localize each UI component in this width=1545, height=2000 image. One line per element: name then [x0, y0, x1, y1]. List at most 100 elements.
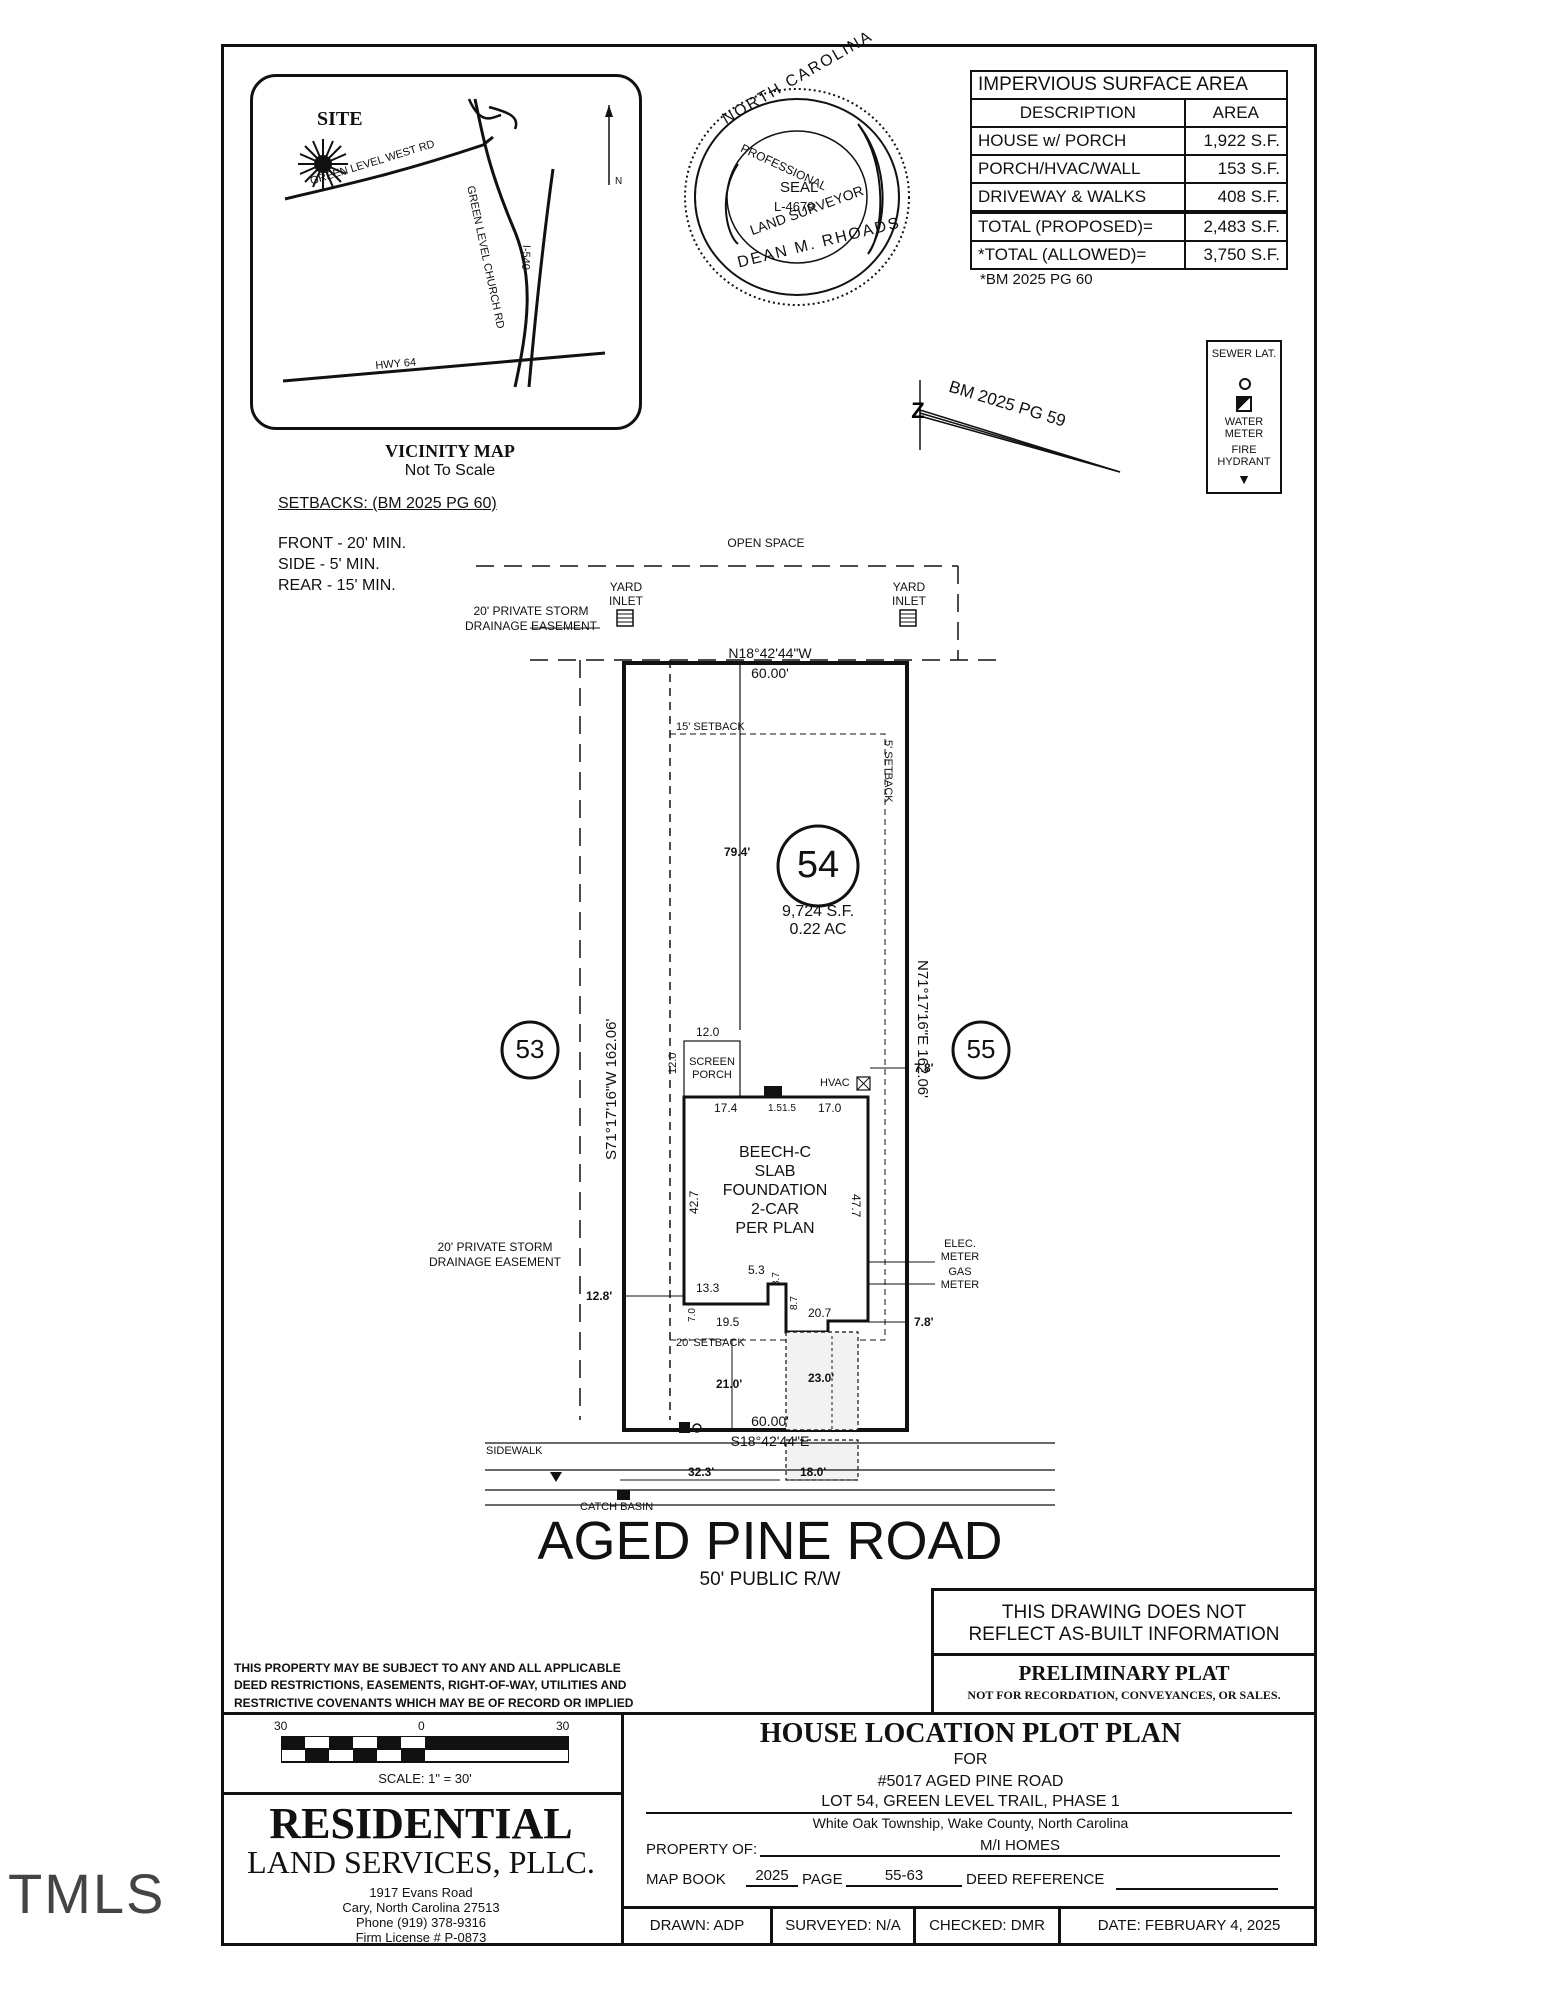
north-arrow-icon: Z — [911, 380, 1121, 473]
impervious-col-area: AREA — [1183, 98, 1289, 128]
gas-meter-label: GAS METER — [940, 1266, 980, 1291]
lot-boundary — [622, 661, 909, 1432]
deed-value-line — [1116, 1888, 1278, 1890]
symbol-legend: SEWER LAT. WATER METER FIRE HYDRANT ▼ — [1206, 340, 1282, 494]
asbuilt-line2: REFLECT AS-BUILT INFORMATION — [968, 1624, 1280, 1645]
dim-12-8: 12.8' — [586, 1289, 613, 1303]
mapbook-label: MAP BOOK — [646, 1871, 726, 1888]
dim-1-5a: 1.5 — [768, 1103, 782, 1114]
distance-bottom: 60.00' — [751, 1413, 789, 1429]
setback-side: SIDE - 5' MIN. — [278, 556, 380, 573]
i540-line — [527, 168, 555, 388]
legend-fire: FIRE HYDRANT — [1217, 444, 1271, 469]
drawn-by: DRAWN: ADP — [649, 1917, 745, 1934]
seal-number: L-4679 — [774, 199, 815, 214]
porch-width: 12.0 — [696, 1025, 720, 1039]
page-value: 55-63 — [846, 1868, 962, 1887]
green-level-west-rd-line — [284, 135, 494, 201]
dim-18-0: 18.0' — [800, 1465, 827, 1479]
lot-number: 54 — [796, 844, 840, 886]
driveway — [785, 1331, 859, 1481]
lot-53: 53 — [515, 1034, 545, 1064]
divider — [621, 1712, 624, 1946]
asbuilt-line1: THIS DRAWING DOES NOT — [1001, 1602, 1247, 1623]
dim-13-3: 13.3 — [696, 1281, 720, 1295]
road-name: AGED PINE ROAD — [537, 1511, 1003, 1571]
surveyor-seal: NORTH CAROLINA PROFESSIONAL SEAL L-4679 … — [678, 28, 916, 310]
divider — [221, 1712, 1317, 1715]
dim-32-3: 32.3' — [688, 1465, 715, 1479]
storm-easement-label: 20' PRIVATE STORM DRAINAGE EASEMENT — [464, 604, 598, 633]
dim-7-0: 7.0 — [687, 1308, 698, 1322]
plot-plan-lot: LOT 54, GREEN LEVEL TRAIL, PHASE 1 — [821, 1793, 1120, 1810]
legend-water: WATER METER — [1224, 416, 1264, 441]
scale-left: 30 — [274, 1719, 288, 1733]
legend-sewer: SEWER LAT. — [1211, 348, 1277, 360]
bearing-bottom: S18°42'44"E — [730, 1433, 810, 1449]
svg-text:Z: Z — [911, 398, 924, 423]
dim-7-8-bottom: 7.8' — [914, 1315, 934, 1329]
company-license: Firm License # P-0873 — [355, 1930, 487, 1945]
dim-19-5: 19.5 — [716, 1315, 740, 1329]
catch-basin-icon — [617, 1490, 630, 1500]
company-phone: Phone (919) 378-9316 — [355, 1915, 487, 1930]
impervious-col-desc: DESCRIPTION — [970, 98, 1186, 128]
site-sun-icon — [298, 139, 348, 189]
property-label: PROPERTY OF: — [646, 1841, 758, 1858]
deed-label: DEED REFERENCE — [966, 1871, 1105, 1888]
setback-5-label: 5' SETBACK — [882, 740, 894, 803]
scale-bar — [281, 1736, 569, 1763]
dim-1-5b: 1.5 — [782, 1103, 796, 1114]
house-label: BEECH-C SLAB FOUNDATION 2-CAR PER PLAN — [722, 1144, 828, 1237]
yard-inlet-label: YARD INLET — [608, 580, 643, 609]
mapbook-value: 2025 — [746, 1868, 798, 1887]
dim-47-7: 47.7 — [849, 1194, 863, 1218]
hwy64-line — [282, 351, 606, 383]
bearing-top: N18°42'44"W — [728, 645, 812, 661]
fire-hydrant-icon — [550, 1472, 562, 1482]
plot-plan-for: FOR — [953, 1751, 988, 1768]
divider — [221, 1792, 621, 1795]
sidewalk — [485, 1442, 1055, 1506]
setback-15-label: 15' SETBACK — [676, 721, 745, 733]
dim-21-0: 21.0' — [716, 1377, 743, 1391]
dim-23-0: 23.0' — [808, 1371, 835, 1385]
drawing-date: DATE: FEBRUARY 4, 2025 — [1097, 1917, 1281, 1934]
screen-porch-label: SCREEN PORCH — [689, 1056, 735, 1082]
porch-depth: 12.0 — [667, 1052, 679, 1074]
storm-easement-label-lower: 20' PRIVATE STORM DRAINAGE EASEMENT — [428, 1240, 562, 1269]
dim-5-3: 5.3 — [748, 1263, 765, 1277]
plot-plan-address: #5017 AGED PINE ROAD — [877, 1773, 1064, 1790]
yard-inlet-label: YARD INLET — [891, 580, 926, 609]
site-label: SITE — [317, 108, 363, 130]
fire-hydrant-icon: ▼ — [1237, 471, 1251, 487]
dim-17-4: 17.4 — [714, 1101, 738, 1115]
page-label: PAGE — [802, 1871, 843, 1888]
dim-8-7: 8.7 — [789, 1296, 800, 1310]
open-space-label: OPEN SPACE — [727, 536, 805, 550]
lot-acres: 0.22 AC — [789, 921, 847, 938]
company-address1: 1917 Evans Road — [369, 1885, 473, 1900]
dim-20-7: 20.7 — [808, 1306, 832, 1320]
hvac-label: HVAC — [820, 1077, 850, 1089]
sewer-cleanout-icon — [692, 1423, 702, 1433]
vicinity-map: SITE GREEN LEVEL WEST RD GREEN LEVEL CHU… — [250, 74, 642, 430]
dim-17-0: 17.0 — [818, 1101, 842, 1115]
table-row: *TOTAL (ALLOWED)=3,750 S.F. — [970, 240, 1289, 270]
vicinity-title: VICINITY MAP — [385, 441, 515, 461]
impervious-note: *BM 2025 PG 60 — [980, 271, 1093, 288]
checked-by: CHECKED: DMR — [929, 1917, 1045, 1934]
surveyed-by: SURVEYED: N/A — [785, 1917, 901, 1934]
bearing-right: N71°17'16"E 162.06' — [914, 960, 931, 1098]
seal-label: SEAL — [780, 179, 819, 196]
vicinity-subtitle: Not To Scale — [404, 462, 496, 479]
plot-plan-title: HOUSE LOCATION PLOT PLAN — [759, 1718, 1182, 1749]
sheet-border — [221, 44, 1317, 1946]
watermark-logo: TMLS — [8, 1862, 166, 1925]
distance-top: 60.00' — [751, 665, 789, 681]
preliminary-plat: PRELIMINARY PLAT — [1018, 1661, 1230, 1685]
vicinity-map-drawing — [282, 98, 613, 388]
